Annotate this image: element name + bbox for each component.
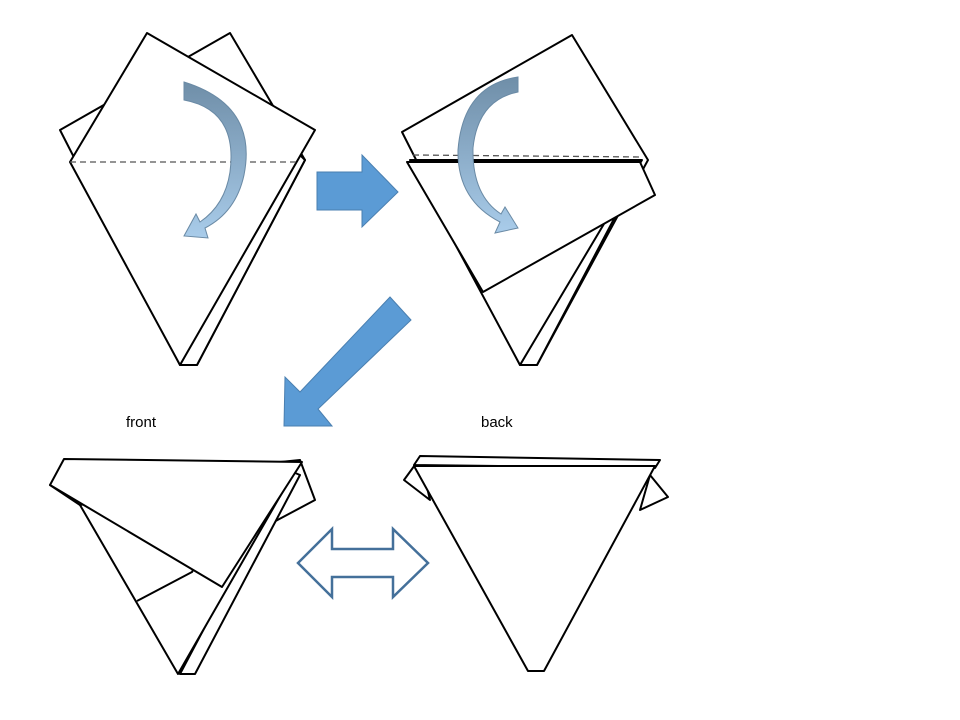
back-main-triangle (413, 465, 656, 672)
step1-fold-curl-icon (183, 81, 247, 239)
flip-double-arrow-icon (296, 525, 430, 601)
front-caption: front (126, 414, 157, 431)
back-result-diagram (403, 455, 669, 672)
transition-down-left-arrow-icon (283, 296, 412, 427)
front-top-flap (49, 458, 303, 588)
step2-fold-curl-icon (457, 76, 519, 234)
front-result-diagram (49, 458, 316, 675)
step1-front-square (69, 32, 316, 366)
step2-fold-line (412, 154, 643, 158)
step2-diagram (401, 34, 656, 366)
step-right-arrow-icon (316, 153, 399, 229)
back-right-flap (639, 474, 669, 511)
step1-diagram (59, 32, 316, 366)
back-caption: back (481, 414, 513, 431)
